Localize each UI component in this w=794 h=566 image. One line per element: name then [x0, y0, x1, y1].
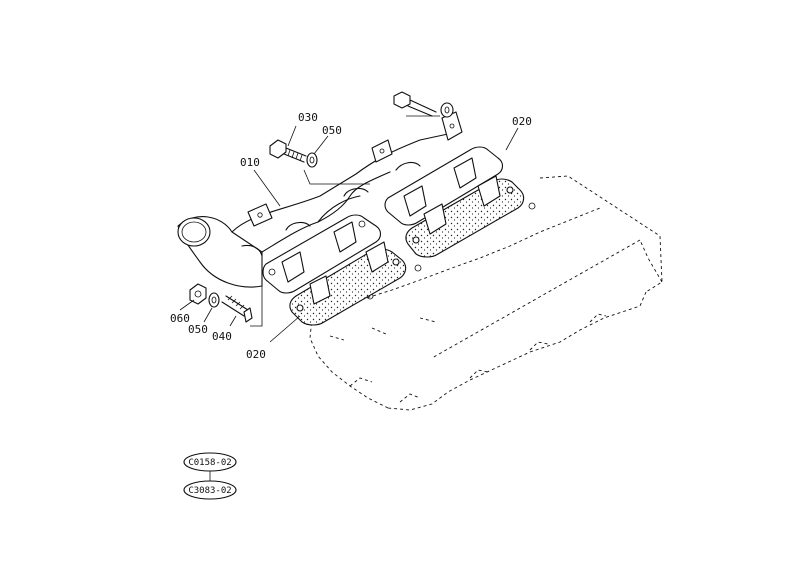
- leader-lines: [179, 115, 519, 343]
- washer-050-upper: [306, 152, 318, 168]
- callout-030: 030: [298, 111, 318, 124]
- reference-code-1: C0158-02: [188, 458, 231, 468]
- manifold-gasket-left: [289, 241, 407, 326]
- bolt-top-right: [393, 91, 454, 118]
- stud-040: [221, 295, 253, 323]
- manifold-flange-left: [262, 214, 382, 294]
- nut-060: [189, 283, 207, 305]
- reference-code-2: C3083-02: [188, 486, 231, 496]
- reference-codes: C0158-02 C3083-02: [183, 452, 237, 500]
- manifold-gasket-right: [405, 175, 525, 258]
- exhaust-manifold: [177, 111, 463, 288]
- callout-040: 040: [212, 330, 232, 343]
- bolt-030: [269, 139, 307, 163]
- reference-badge-2: [183, 480, 237, 500]
- callout-010: 010: [240, 156, 260, 169]
- manifold-flange-right: [384, 146, 504, 226]
- callout-050-lower: 050: [188, 323, 208, 336]
- callout-020-lower: 020: [246, 348, 266, 361]
- washer-050-lower: [208, 292, 220, 308]
- callout-060: 060: [170, 312, 190, 325]
- callout-labels: 010 030 050 020 060 050 040 020: [170, 111, 532, 361]
- callout-020-upper: 020: [512, 115, 532, 128]
- callout-050-upper: 050: [322, 124, 342, 137]
